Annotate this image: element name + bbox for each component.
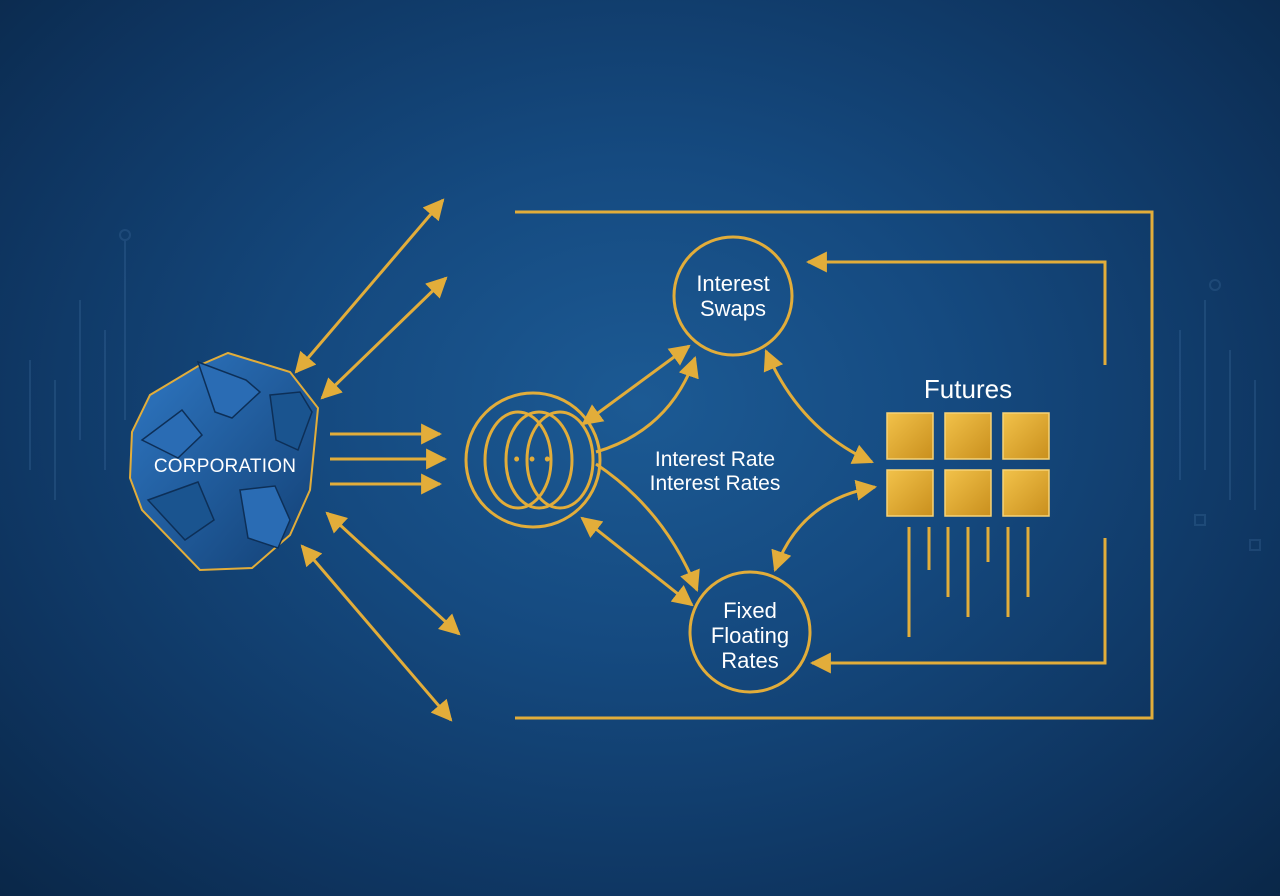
interest-swaps-node	[672, 235, 794, 357]
background-pattern	[29, 229, 1261, 551]
futures-ticks	[907, 527, 1030, 637]
fixed-floating-line1: Fixed	[723, 598, 777, 623]
futures-square	[886, 412, 934, 460]
fixed-floating-line3: Rates	[721, 648, 779, 673]
return-arrow-to-fixed	[809, 538, 1107, 674]
hub-dots: • • •	[513, 449, 553, 469]
arrow-hub-fixed-curve	[595, 462, 700, 592]
double-arrow-2	[320, 276, 448, 400]
corporation-node	[128, 351, 320, 572]
arrow-hub-swaps-curve	[595, 356, 699, 454]
corporation-arrows	[294, 198, 461, 722]
double-arrow-3	[325, 511, 461, 636]
futures-square	[886, 469, 934, 517]
hub-node	[464, 391, 602, 529]
futures-square	[944, 469, 992, 517]
futures-node	[886, 412, 1050, 637]
double-arrow-1	[294, 198, 445, 374]
futures-square	[1002, 469, 1050, 517]
return-arrow-to-swaps	[805, 251, 1107, 365]
arrow-hub-fixed	[580, 516, 694, 607]
interest-rate-line2: Interest Rates	[649, 472, 781, 495]
double-arrow-4	[300, 544, 453, 722]
interest-rate-label: Interest Rate Interest Rates	[620, 448, 810, 496]
corporation-label: CORPORATION	[153, 456, 297, 477]
interest-swaps-label: Interest Swaps	[673, 271, 793, 321]
interest-swaps-line2: Swaps	[699, 296, 767, 321]
futures-label: Futures	[923, 374, 1013, 404]
futures-square	[1002, 412, 1050, 460]
futures-square	[944, 412, 992, 460]
fixed-floating-line2: Floating	[710, 623, 790, 648]
interest-rate-line1: Interest Rate	[654, 448, 776, 471]
outer-frame-line	[515, 210, 1154, 720]
interest-swaps-line1: Interest	[696, 271, 770, 296]
fixed-floating-node	[688, 570, 812, 694]
arrow-hub-swaps	[581, 344, 691, 426]
relationship-arrows	[580, 344, 878, 607]
fixed-floating-label: Fixed Floating Rates	[690, 598, 810, 673]
arrow-swaps-futures	[763, 349, 874, 464]
arrow-fixed-futures	[771, 479, 878, 572]
